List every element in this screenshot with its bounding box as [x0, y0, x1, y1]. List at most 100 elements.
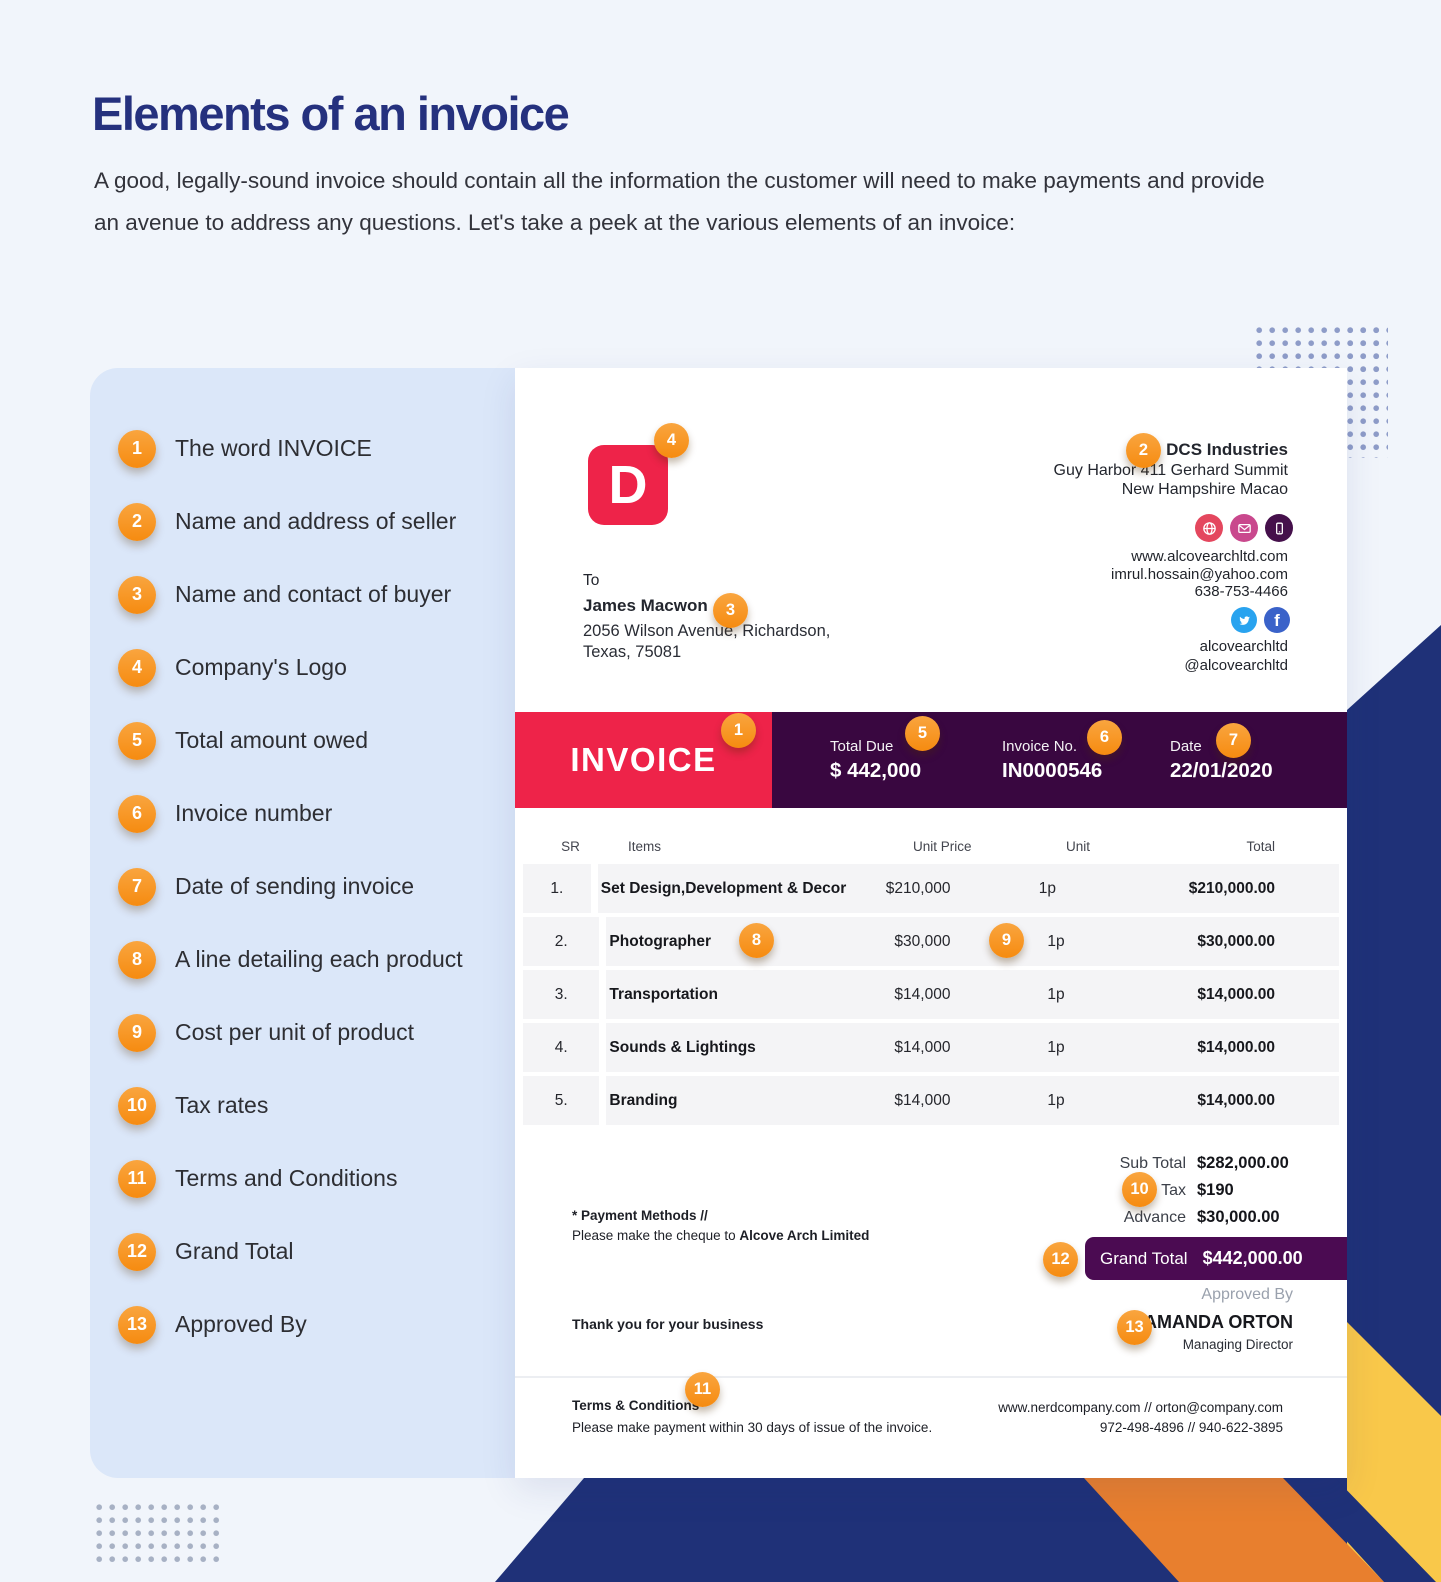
- advance-row: Advance $30,000.00: [1015, 1204, 1300, 1231]
- seller-website: www.alcovearchltd.com: [1131, 548, 1288, 565]
- payment-methods-title: * Payment Methods //: [572, 1208, 708, 1223]
- legend-number-badge: 12: [118, 1232, 156, 1271]
- marker-9: 9: [989, 923, 1024, 958]
- legend-item-label: A line detailing each product: [175, 946, 463, 972]
- legend-item-label: Name and contact of buyer: [175, 581, 452, 607]
- marker-2: 2: [1126, 433, 1161, 468]
- row-sr: 5.: [523, 1076, 600, 1125]
- seller-address-line2: New Hampshire Macao: [1121, 480, 1288, 498]
- footer-website-email: www.nerdcompany.com // orton@company.com: [998, 1400, 1283, 1415]
- tax-row: Tax $190: [1015, 1177, 1300, 1204]
- legend-panel: [90, 368, 560, 1478]
- marker-11: 11: [685, 1372, 720, 1407]
- row-unit-price: $14,000: [894, 1091, 951, 1109]
- buyer-name: James Macwon: [583, 596, 708, 615]
- marker-12: 12: [1043, 1242, 1078, 1277]
- table-row: 5. Branding $14,000 1p $14,000.00: [523, 1076, 1339, 1125]
- header-sr: SR: [561, 838, 580, 854]
- row-unit-price: $14,000: [894, 985, 951, 1003]
- table-header-row: SR Items Unit Price Unit Total: [523, 830, 1339, 862]
- grand-total-value: $442,000.00: [1202, 1248, 1303, 1268]
- row-total: $14,000.00: [1197, 985, 1275, 1003]
- legend-item-label: Company's Logo: [175, 654, 347, 680]
- marker-10: 10: [1122, 1172, 1157, 1207]
- seller-block: DCS Industries Guy Harbor 411 Gerhard Su…: [1054, 440, 1288, 499]
- marker-5: 5: [905, 716, 940, 751]
- invoice-no-value: IN0000546: [1002, 758, 1103, 782]
- footer-contact-block: www.nerdcompany.com // orton@company.com…: [998, 1398, 1283, 1438]
- row-total: $14,000.00: [1197, 1038, 1275, 1056]
- seller-social-lines: alcovearchltd @alcovearchltd: [1184, 638, 1288, 675]
- buyer-address-line1: 2056 Wilson Avenue, Richardson,: [583, 622, 831, 640]
- legend-item-label: Date of sending invoice: [175, 873, 415, 899]
- legend-number-badge: 5: [118, 721, 156, 760]
- header-total: Total: [1246, 838, 1275, 854]
- legend-number-badge: 4: [118, 648, 156, 687]
- legend-item: 8 A line detailing each product: [118, 923, 463, 996]
- legend-item: 12 Grand Total: [118, 1215, 463, 1288]
- header-items: Items: [628, 838, 662, 854]
- legend-number-badge: 1: [118, 429, 156, 468]
- legend-number-badge: 3: [118, 575, 156, 614]
- legend-item: 11 Terms and Conditions: [118, 1142, 463, 1215]
- legend-item-label: Approved By: [175, 1311, 307, 1337]
- row-unit: 1p: [1047, 985, 1065, 1003]
- summary-block: Sub Total $282,000.00 Tax $190 Advance $…: [1015, 1150, 1300, 1231]
- date-column: Date 22/01/2020: [1170, 712, 1273, 808]
- table-row: 1. Set Design,Development & Decor $210,0…: [523, 864, 1339, 913]
- tax-value: $190: [1197, 1181, 1234, 1199]
- seller-address-line1: Guy Harbor 411 Gerhard Summit: [1053, 462, 1288, 479]
- row-total: $210,000.00: [1188, 879, 1275, 897]
- legend-number-badge: 9: [118, 1013, 156, 1052]
- footer-phones: 972-498-4896 // 940-622-3895: [1099, 1420, 1283, 1435]
- orange-stripe: [1084, 1478, 1384, 1582]
- page-title: Elements of an invoice: [92, 87, 570, 140]
- grand-total-label: Grand Total: [1100, 1248, 1188, 1268]
- legend-number-badge: 7: [118, 867, 156, 906]
- phone-icon: [1265, 514, 1293, 542]
- legend-item: 3 Name and contact of buyer: [118, 558, 463, 631]
- marker-8: 8: [739, 923, 774, 958]
- legend-number-badge: 11: [118, 1159, 156, 1198]
- approver-role: Managing Director: [1182, 1337, 1293, 1352]
- contact-icon-row: [1195, 514, 1293, 542]
- seller-address: Guy Harbor 411 Gerhard Summit New Hampsh…: [1054, 462, 1288, 499]
- navy-right-shape: [1347, 625, 1441, 1582]
- payment-methods-block: * Payment Methods // Please make the che…: [572, 1208, 869, 1243]
- row-sr: 3.: [523, 970, 600, 1019]
- row-unit: 1p: [1047, 1038, 1065, 1056]
- legend-number-badge: 8: [118, 940, 156, 979]
- header-unit: Unit: [1066, 838, 1091, 854]
- row-unit: 1p: [1038, 879, 1057, 897]
- buyer-address: 2056 Wilson Avenue, Richardson, Texas, 7…: [583, 621, 830, 663]
- total-due-label: Total Due: [830, 737, 894, 755]
- date-value: 22/01/2020: [1170, 758, 1273, 782]
- legend-number-badge: 2: [118, 502, 156, 541]
- seller-social-handle2: @alcovearchltd: [1184, 656, 1288, 674]
- navy-thin-stripe: [1289, 1478, 1436, 1582]
- row-unit: 1p: [1047, 1091, 1065, 1109]
- intro-text: A good, legally-sound invoice should con…: [94, 168, 1265, 235]
- logo-letter: D: [608, 455, 648, 515]
- legend-item-label: The word INVOICE: [175, 435, 372, 461]
- marker-7: 7: [1216, 723, 1251, 758]
- legend-item-label: Tax rates: [175, 1092, 269, 1118]
- table-row: 3. Transportation $14,000 1p $14,000.00: [523, 970, 1339, 1019]
- legend-item-label: Grand Total: [175, 1238, 294, 1264]
- invoice-word: INVOICE: [570, 741, 717, 778]
- terms-text: Please make payment within 30 days of is…: [572, 1420, 933, 1435]
- approved-block: Approved By AMANDA ORTON Managing Direct…: [1144, 1286, 1293, 1352]
- legend-item-label: Terms and Conditions: [175, 1165, 398, 1191]
- row-sr: 2.: [523, 917, 600, 966]
- facebook-icon: f: [1264, 607, 1290, 633]
- advance-label: Advance: [1123, 1208, 1186, 1226]
- website-icon: [1195, 514, 1223, 542]
- email-icon: [1230, 514, 1258, 542]
- to-label: To: [583, 572, 600, 589]
- invoice-no-label: Invoice No.: [1002, 737, 1078, 755]
